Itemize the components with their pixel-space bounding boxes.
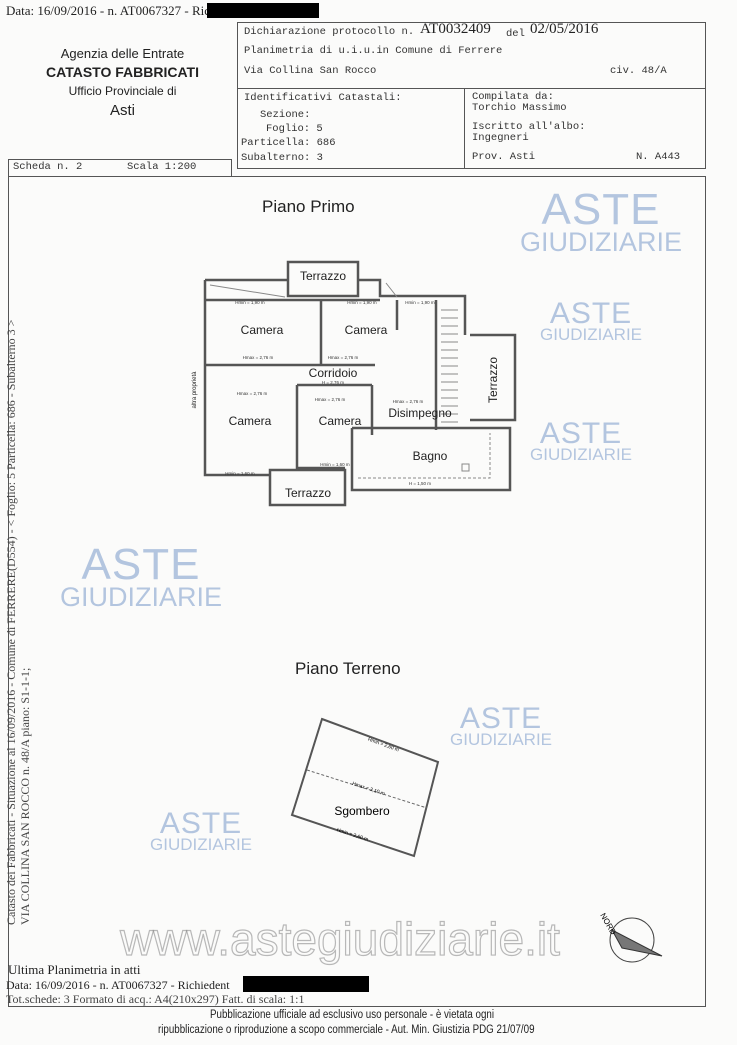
civic-number: civ. 48/A (610, 65, 667, 77)
sgombero-outline (290, 717, 440, 858)
height-label: Hmin = 2,60 m (367, 737, 400, 754)
office-city: Asti (109, 102, 135, 119)
publication-notice-1: Pubblicazione ufficiale ad esclusivo uso… (210, 1009, 495, 1021)
height-label: Hmax = 2,76 m (393, 399, 424, 404)
address: Via Collina San Rocco (244, 65, 377, 77)
room-camera-1: Camera (241, 323, 284, 337)
footer-sheet-info: Tot.schede: 3 Formato di acq.: A4(210x29… (6, 992, 305, 1006)
drawing-frame (8, 176, 706, 1007)
room-bagno: Bagno (413, 449, 448, 463)
albo: Ingegneri (472, 132, 529, 144)
height-label: Hmax = 3,10 m (351, 781, 385, 797)
registration-number: N. A443 (636, 151, 681, 163)
north-label: NORD (598, 912, 618, 937)
room-terrazzo-right: Terrazzo (486, 357, 500, 403)
room-sgombero: Sgombero (334, 804, 390, 818)
declaration-box: Dichiarazione protocollo n. AT0032409 de… (237, 21, 706, 169)
office-block: Agenzia delle Entrate CATASTO FABBRICATI… (40, 44, 205, 120)
planimetria-label: Planimetria di u.i.u.in Comune di Ferrer… (244, 45, 503, 57)
height-label: Hmax = 2,76 m (315, 397, 346, 402)
room-camera-2: Camera (345, 323, 388, 337)
protocol-date: 02/05/2016 (530, 21, 599, 37)
divider (238, 88, 705, 89)
publication-notice-2: ripubblicazione o riproduzione a scopo c… (158, 1024, 535, 1036)
terrazzo-top-outline (286, 260, 360, 298)
bagno-fixture (461, 463, 470, 472)
room-camera-4: Camera (319, 414, 362, 428)
redaction-bar (243, 976, 369, 992)
scale: Scala 1:200 (127, 161, 197, 173)
height-label: Hmin = 1,60 m (320, 462, 350, 467)
sgombero-room: Sgombero Hmin = 2,60 m Hmax = 3,10 m Hmi… (290, 717, 440, 858)
compiled-by-label: Compilata da: (472, 91, 554, 103)
room-terrazzo-top: Terrazzo (300, 269, 346, 283)
albo-label: Iscritto all'albo: (472, 121, 586, 133)
sgombero-height-line (306, 769, 428, 809)
particella: Particella: 686 (241, 137, 336, 149)
north-arrow-icon: NORD (598, 912, 663, 963)
height-label: Hmin = 1,90 m (347, 300, 377, 305)
divider (464, 88, 465, 168)
height-label: H = 1,50 m (409, 481, 431, 486)
wall-outer (203, 278, 467, 477)
walls-inner (205, 298, 517, 507)
height-label: Hmax = 2,76 m (328, 355, 359, 360)
height-label: Hmin = 1,60 m (225, 471, 255, 476)
foglio: Foglio: 5 (266, 123, 323, 135)
height-label: H = 2,76 m (322, 380, 344, 385)
height-label: Hmin = 1,90 m (405, 300, 435, 305)
stairs (441, 309, 458, 423)
protocol-label: Dichiarazione protocollo n. (244, 26, 415, 38)
footer-request-line: Data: 16/09/2016 - n. AT0067327 - Richie… (6, 978, 230, 992)
agency-name: Agenzia delle Entrate (60, 46, 185, 61)
del-label: del (506, 28, 525, 40)
redaction-bar (207, 3, 319, 18)
floor-title-first: Piano Primo (262, 197, 355, 216)
scheda-number: Scheda n. 2 (13, 161, 83, 173)
altra-proprieta: altra proprietà (192, 371, 198, 409)
room-disimpegno: Disimpegno (388, 406, 452, 420)
height-label: Hmax = 2,76 m (237, 391, 268, 396)
watermark-url: www.astegiudiziarie.it (119, 913, 560, 965)
identifiers-title: Identificativi Catastali: (244, 92, 402, 104)
bagno-height-line (358, 433, 491, 479)
department: CATASTO FABBRICATI (46, 64, 199, 80)
height-label: Hmin = 1,90 m (235, 300, 265, 305)
header-request-line: Data: 16/09/2016 - n. AT0067327 - Richie… (6, 3, 249, 18)
compiler-name: Torchio Massimo (472, 102, 567, 114)
office-label: Ufficio Provinciale di (68, 84, 177, 98)
height-label: Hmax = 2,76 m (243, 355, 274, 360)
stair-line (209, 282, 398, 298)
protocol-number: AT0032409 (420, 21, 491, 37)
room-terrazzo-bottom: Terrazzo (285, 486, 331, 500)
province: Prov. Asti (472, 151, 536, 163)
sezione: Sezione: (260, 109, 311, 121)
floor-title-ground: Piano Terreno (295, 659, 401, 678)
last-planimetry-note: Ultima Planimetria in atti (8, 962, 141, 977)
subalterno: Subalterno: 3 (241, 152, 323, 164)
height-label: Hmin = 2,60 m (336, 827, 369, 843)
room-camera-3: Camera (229, 414, 272, 428)
room-corridoio: Corridoio (309, 366, 358, 380)
